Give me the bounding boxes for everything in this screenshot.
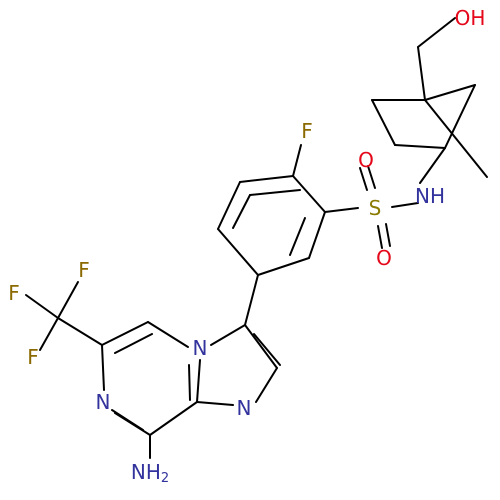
bond-9 xyxy=(391,202,419,208)
bond-layer xyxy=(25,17,488,459)
bond-31 xyxy=(253,333,281,366)
bond-3 xyxy=(371,99,396,146)
bond-43 xyxy=(25,294,59,319)
nh2-main-text: NH xyxy=(131,460,161,484)
atom-label-nh-sulfonamide: NH xyxy=(415,184,445,208)
atom-label-f-aryl: F xyxy=(301,119,313,143)
bond-14 xyxy=(385,223,391,247)
bond-30 xyxy=(196,359,201,403)
atom-label-sulfur: S xyxy=(369,196,382,220)
bond-8 xyxy=(419,147,446,184)
bond-6 xyxy=(444,84,476,149)
atom-label-o-lower: O xyxy=(376,246,392,270)
bond-19 xyxy=(257,257,310,276)
nh2-subscript: 2 xyxy=(161,471,169,486)
bond-26 xyxy=(210,324,246,346)
bond-42 xyxy=(57,281,79,319)
bond-24 xyxy=(292,144,302,177)
bond-10 xyxy=(324,207,359,213)
bond-0 xyxy=(417,17,456,48)
atom-label-n-pyrazine: N xyxy=(96,390,111,414)
bond-1 xyxy=(417,46,426,101)
atom-label-f-cf3-bottom: F xyxy=(27,345,39,369)
atom-label-o-upper: O xyxy=(358,148,374,172)
bond-34 xyxy=(101,344,105,391)
bond-28 xyxy=(255,367,278,403)
bond-25 xyxy=(244,274,259,326)
bond-4 xyxy=(394,144,446,149)
bond-18 xyxy=(217,228,259,276)
bond-5 xyxy=(424,84,476,101)
bond-44 xyxy=(39,317,59,351)
bond-22 xyxy=(232,194,251,229)
bond-29 xyxy=(196,401,234,406)
atom-label-layer: OH NH O O S F F F F N N N NH2 xyxy=(8,6,485,486)
bond-32 xyxy=(147,321,189,348)
bond-39 xyxy=(188,364,191,401)
atom-label-f-cf3-top: F xyxy=(78,258,90,282)
bond-13 xyxy=(377,225,383,249)
bond-38 xyxy=(111,409,144,431)
bond-21 xyxy=(249,189,301,196)
atom-label-n-imidazole: N xyxy=(237,396,252,420)
bond-16 xyxy=(239,175,294,183)
atom-label-nh2: NH2 xyxy=(131,460,169,486)
bond-17 xyxy=(217,181,241,230)
bond-41 xyxy=(57,317,103,346)
bond-23 xyxy=(289,217,306,256)
bond-33 xyxy=(101,321,149,346)
bond-7 xyxy=(424,99,488,178)
bond-20 xyxy=(308,211,326,259)
atom-label-f-cf3-left: F xyxy=(8,281,20,305)
atom-label-oh: OH xyxy=(455,6,486,30)
bond-11 xyxy=(359,167,368,191)
bond-15 xyxy=(292,175,326,213)
bond-37 xyxy=(114,333,153,354)
bond-36 xyxy=(149,401,198,436)
bond-27 xyxy=(244,324,278,369)
atom-label-n-bridgehead: N xyxy=(193,336,208,360)
bond-12 xyxy=(367,165,376,189)
